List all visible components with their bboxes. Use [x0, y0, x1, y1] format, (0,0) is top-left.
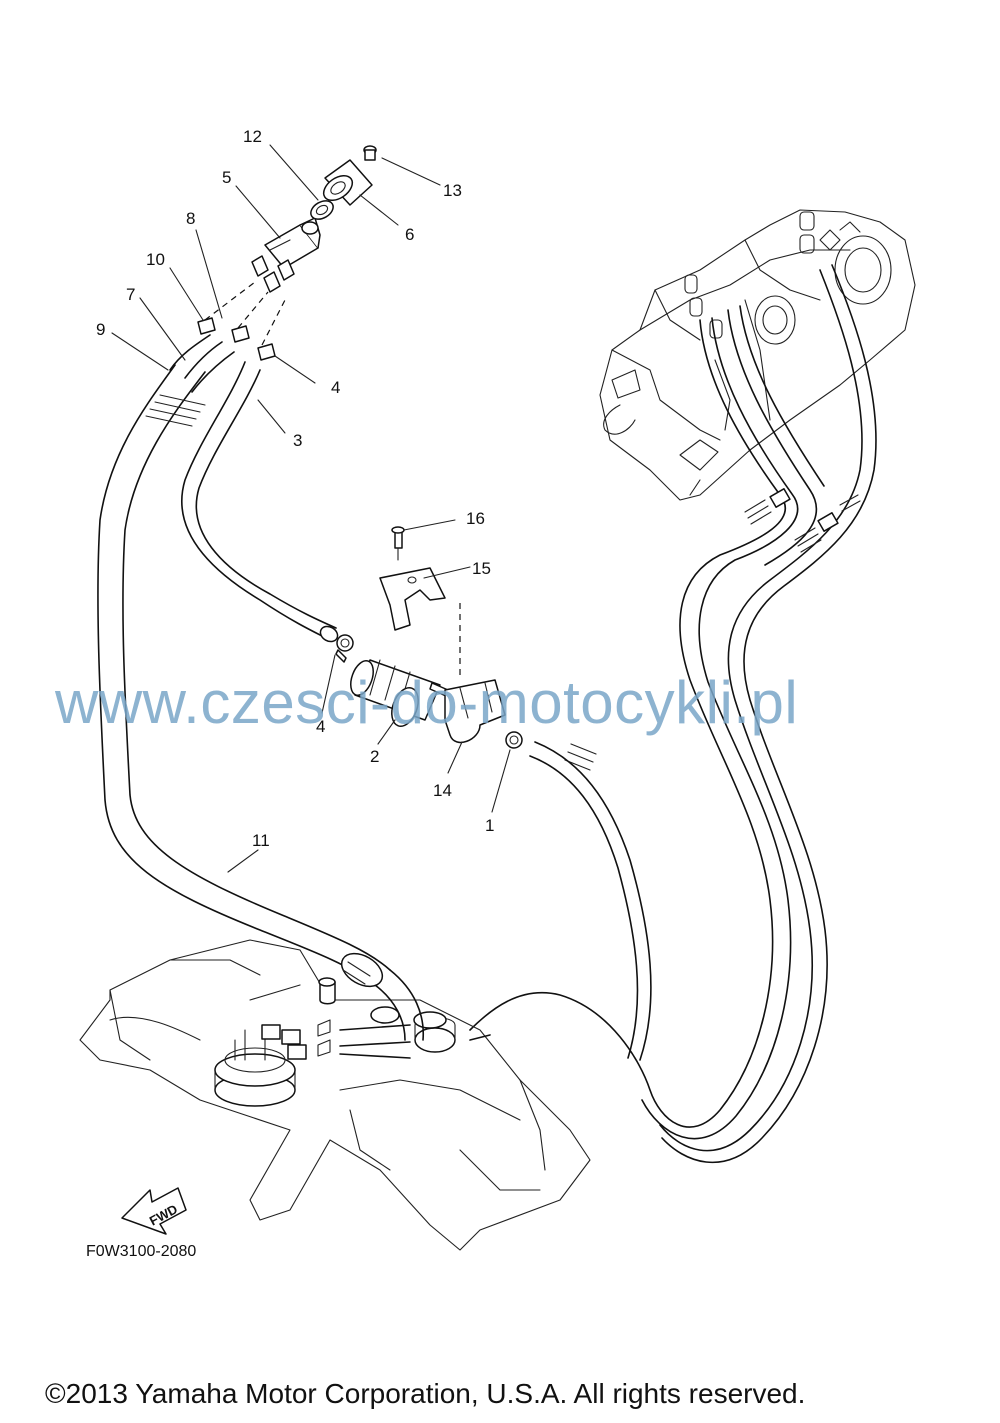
copyright-notice: ©2013 Yamaha Motor Corporation, U.S.A. A… — [45, 1378, 806, 1409]
fuel-tank — [79, 939, 591, 1251]
engine-hoses — [469, 264, 877, 1164]
bracket-14 — [444, 679, 506, 744]
hose-11 — [97, 364, 425, 1041]
screw-13 — [363, 145, 377, 161]
clip-1 — [505, 731, 523, 749]
fuel-cock-5 — [251, 217, 321, 293]
label-part-4-lower: 4 — [316, 717, 325, 736]
hose-3 — [181, 361, 339, 643]
fuel-filter — [350, 659, 449, 727]
leader-lines — [111, 144, 511, 873]
engine-block — [599, 209, 916, 501]
hoses-9-7 — [169, 334, 235, 393]
label-part-5: 5 — [222, 168, 231, 187]
label-part-13: 13 — [443, 181, 462, 200]
label-part-2: 2 — [370, 747, 379, 766]
label-part-6: 6 — [405, 225, 414, 244]
label-part-16: 16 — [466, 509, 485, 528]
label-part-7: 7 — [126, 285, 135, 304]
cap-6 — [322, 159, 373, 206]
bracket-15 — [379, 567, 461, 680]
label-part-15: 15 — [472, 559, 491, 578]
label-part-14: 14 — [433, 781, 452, 800]
bolt-16 — [391, 526, 405, 561]
label-part-1: 1 — [485, 816, 494, 835]
clip-4-lower — [335, 634, 354, 663]
label-part-10: 10 — [146, 250, 165, 269]
seal-12 — [310, 200, 334, 220]
label-part-3: 3 — [293, 431, 302, 450]
label-part-11: 11 — [252, 831, 270, 850]
clips-8-10-4 — [197, 281, 286, 361]
label-part-9: 9 — [96, 320, 105, 339]
label-part-12: 12 — [243, 127, 262, 146]
label-part-4-upper: 4 — [331, 378, 340, 397]
fwd-arrow-icon: FWD — [121, 1187, 187, 1235]
watermark-text: www.czesci-do-motocykli.pl — [55, 669, 799, 736]
drawing-code: F0W3100-2080 — [86, 1243, 196, 1260]
label-part-8: 8 — [186, 209, 195, 228]
